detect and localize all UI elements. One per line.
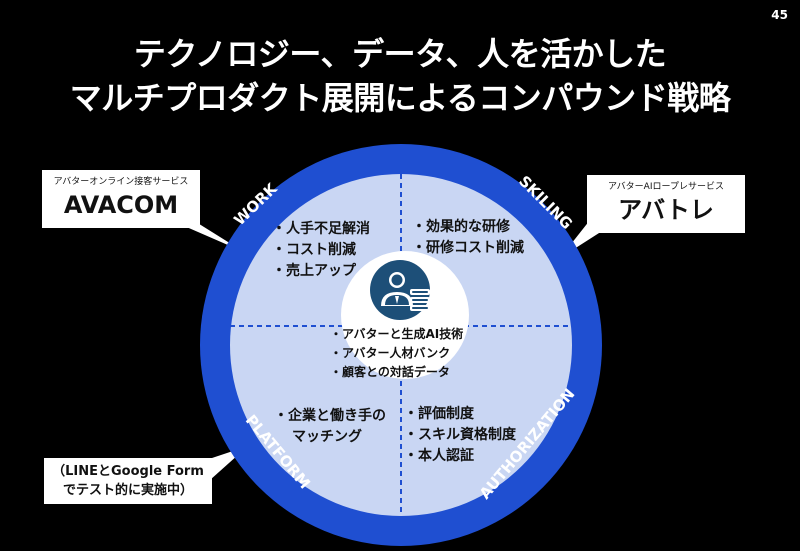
center-item-1: ・アバターと生成AI技術 — [330, 326, 463, 341]
skiling-item-1: ・効果的な研修 — [412, 218, 511, 235]
page-number: 45 — [771, 8, 788, 22]
avacom-callout: アバターオンライン接客サービス AVACOM — [42, 170, 200, 228]
skiling-item-2: ・研修コスト削減 — [412, 239, 524, 256]
authorization-item-1: ・評価制度 — [404, 405, 475, 422]
page-title-line-1: テクノロジー、データ、人を活かした — [133, 35, 667, 73]
page-title: テクノロジー、データ、人を活かした マルチプロダクト展開によるコンパウンド戦略 — [0, 32, 800, 120]
avabatore-name: アバトレ — [618, 196, 714, 224]
center-item-2: ・アバター人材バンク — [330, 345, 450, 360]
work-item-1: ・人手不足解消 — [272, 220, 370, 237]
avacom-callout-pointer — [175, 222, 244, 252]
avabatore-subtitle: アバターAIロープレサービス — [608, 182, 724, 192]
work-item-3: ・売上アップ — [272, 262, 357, 279]
authorization-item-3: ・本人認証 — [404, 447, 474, 464]
avabatore-callout: アバターAIロープレサービス アバトレ — [587, 175, 745, 233]
platform-note-line-1: （LINEとGoogle Form — [52, 464, 204, 479]
avacom-subtitle: アバターオンライン接客サービス — [53, 177, 189, 187]
platform-item-2: マッチング — [292, 428, 362, 445]
center-item-3: ・顧客との対話データ — [330, 364, 450, 379]
platform-item-1: ・企業と働き手の — [274, 407, 386, 424]
authorization-item-2: ・スキル資格制度 — [404, 426, 517, 443]
platform-note-line-2: でテスト的に実施中） — [62, 483, 193, 498]
platform-note-callout: （LINEとGoogle Form でテスト的に実施中） — [44, 458, 212, 504]
work-item-2: ・コスト削減 — [272, 241, 356, 258]
page-title-line-2: マルチプロダクト展開によるコンパウンド戦略 — [69, 79, 731, 117]
avatar-database-icon — [370, 260, 430, 320]
avacom-name: AVACOM — [63, 191, 179, 219]
